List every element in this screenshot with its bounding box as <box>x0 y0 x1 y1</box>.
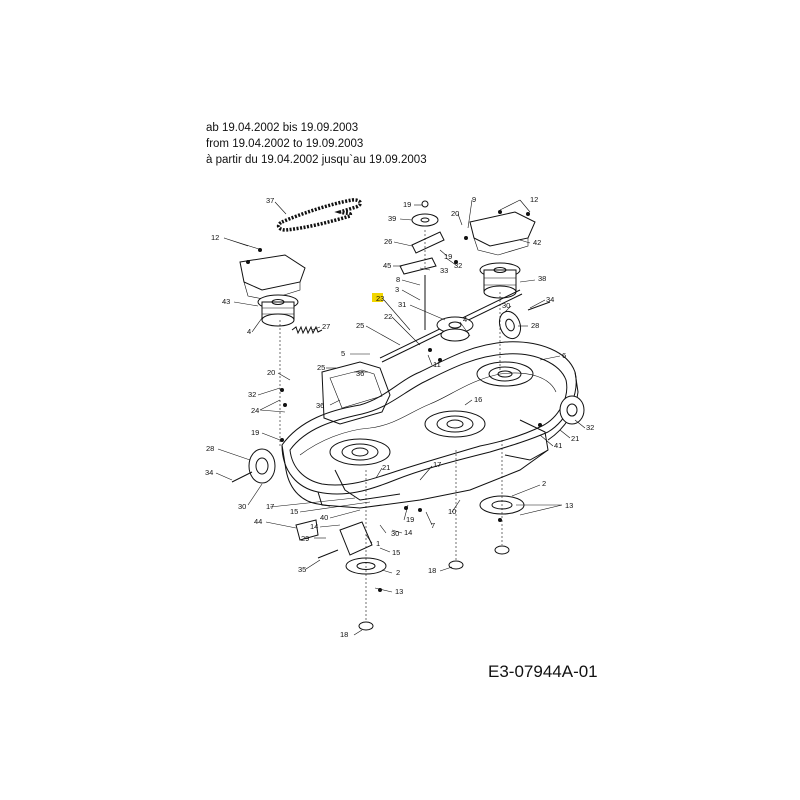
callout-label: 32 <box>248 390 256 399</box>
deck-housing <box>281 341 579 509</box>
callout-label: 21 <box>382 463 390 472</box>
callout-label: 19 <box>406 515 414 524</box>
callout-label: 30 <box>238 502 246 511</box>
callout-label: 34 <box>546 295 554 304</box>
drive-belt <box>276 198 363 232</box>
right-belt-cover <box>469 211 536 256</box>
callout-label: 9 <box>472 195 476 204</box>
callout-label: 35 <box>298 565 306 574</box>
callout-label: 12 <box>211 233 219 242</box>
callout-label: 14 <box>404 528 412 537</box>
callout-label: 34 <box>205 468 213 477</box>
callout-label: 37 <box>266 196 274 205</box>
callout-label: 18 <box>428 566 436 575</box>
callout-label: 4 <box>247 327 251 336</box>
callout-label: 13 <box>565 501 573 510</box>
bracket-44 <box>295 519 319 541</box>
callout-label: 26 <box>384 237 392 246</box>
right-spindle-assembly <box>479 262 521 299</box>
callout-label: 5 <box>341 349 345 358</box>
callout-label: 7 <box>431 521 435 530</box>
callout-label: 41 <box>554 441 562 450</box>
callout-leaders <box>215 199 586 636</box>
hardware-bolts <box>246 210 542 592</box>
callout-label: 19 <box>444 252 452 261</box>
callout-label: 29 <box>301 534 309 543</box>
left-gauge-wheel <box>248 448 276 484</box>
callout-label: 22 <box>384 312 392 321</box>
callout-label: 15 <box>290 507 298 516</box>
validity-text-fr: à partir du 19.04.2002 jusqu`au 19.09.20… <box>206 154 427 166</box>
bolt-35 <box>317 549 339 559</box>
callout-label: 23 <box>376 294 384 303</box>
callout-label: 2 <box>396 568 400 577</box>
callout-label: 16 <box>474 395 482 404</box>
callout-label: 30 <box>391 529 399 538</box>
callout-label: 33 <box>440 266 448 275</box>
left-spindle-assembly <box>257 294 299 327</box>
callout-label: 31 <box>398 300 406 309</box>
left-wheel-bolt <box>231 471 253 483</box>
right-wheel-bolt <box>527 301 551 311</box>
callout-label: 8 <box>396 275 400 284</box>
callout-label: 40 <box>320 513 328 522</box>
callout-label: 24 <box>251 406 259 415</box>
tension-spring <box>291 325 323 335</box>
callout-label: 1 <box>376 539 380 548</box>
selected-part-highlight <box>372 293 383 302</box>
callout-label: 36 <box>316 401 324 410</box>
callout-label: 32 <box>586 423 594 432</box>
callout-label: 28 <box>206 444 214 453</box>
callout-label: 12 <box>530 195 538 204</box>
callout-label: 19 <box>403 200 411 209</box>
callout-label: 43 <box>222 297 230 306</box>
callout-label: 25 <box>317 363 325 372</box>
drawing-number: E3-07944A-01 <box>488 662 598 681</box>
callout-label: 45 <box>383 261 391 270</box>
callout-label: 25 <box>356 321 364 330</box>
callout-label: 18 <box>340 630 348 639</box>
callout-label: 28 <box>531 321 539 330</box>
callout-label: 10 <box>448 507 456 516</box>
idler-arm-45 <box>399 257 437 275</box>
callout-label: 21 <box>571 434 579 443</box>
callout-label: 11 <box>433 360 441 369</box>
callout-label: 2 <box>542 479 546 488</box>
validity-text-de: ab 19.04.2002 bis 19.09.2003 <box>206 122 359 134</box>
callout-label: 17 <box>433 460 441 469</box>
callout-label: 20 <box>267 368 275 377</box>
callout-label: 4 <box>463 315 467 324</box>
callout-label: 19 <box>251 428 259 437</box>
callout-label: 13 <box>395 587 403 596</box>
center-blade-parts <box>448 560 464 570</box>
rear-right-wheel <box>559 395 585 425</box>
callout-label: 15 <box>392 548 400 557</box>
callout-label: 14 <box>310 522 318 531</box>
callout-label: 36 <box>356 369 364 378</box>
callout-label: 32 <box>454 261 462 270</box>
callout-label: 3 <box>395 285 399 294</box>
callout-label: 6 <box>562 351 566 360</box>
callout-label: 30 <box>502 301 510 310</box>
callout-label: 27 <box>322 322 330 331</box>
callout-label: 44 <box>254 517 262 526</box>
center-idler-pulley <box>436 316 474 342</box>
callout-label: 39 <box>388 214 396 223</box>
callout-label: 38 <box>538 274 546 283</box>
spring-26 <box>411 231 445 254</box>
callout-label: 17 <box>266 502 274 511</box>
callout-label: 42 <box>533 238 541 247</box>
validity-text-en: from 19.04.2002 to 19.09.2003 <box>206 138 364 150</box>
callout-label: 20 <box>451 209 459 218</box>
